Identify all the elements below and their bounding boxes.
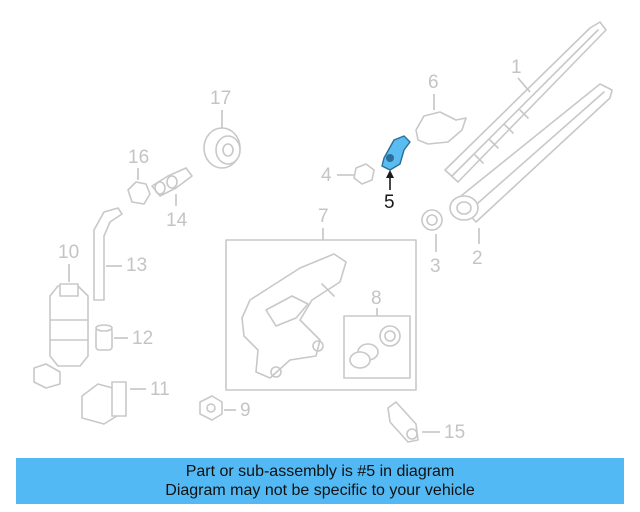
svg-text:15: 15 — [444, 422, 465, 443]
part-11-connector[interactable] — [81, 381, 127, 425]
svg-text:16: 16 — [128, 147, 149, 168]
callout-7: 7 — [318, 206, 329, 240]
part-16-clip[interactable] — [127, 181, 151, 205]
part-9-nut[interactable] — [199, 395, 223, 421]
info-banner: Part or sub-assembly is #5 in diagram Di… — [16, 458, 624, 504]
svg-text:12: 12 — [132, 328, 153, 349]
callout-1: 1 — [511, 57, 531, 93]
svg-text:13: 13 — [126, 255, 147, 276]
svg-text:3: 3 — [430, 256, 441, 277]
part-10-washer-pump[interactable] — [33, 283, 89, 389]
callout-2: 2 — [472, 228, 483, 269]
svg-text:8: 8 — [371, 288, 382, 309]
part-4-nut[interactable] — [353, 163, 375, 185]
svg-text:7: 7 — [318, 206, 329, 227]
part-6-cover[interactable] — [415, 111, 467, 145]
part-14-nozzle[interactable] — [151, 167, 193, 197]
callout-16: 16 — [128, 147, 149, 180]
svg-text:17: 17 — [210, 88, 231, 109]
callout-15: 15 — [422, 422, 465, 443]
svg-text:4: 4 — [321, 165, 332, 186]
callout-11: 11 — [130, 379, 170, 400]
svg-text:6: 6 — [428, 72, 439, 93]
callout-12: 12 — [114, 328, 153, 349]
svg-text:14: 14 — [166, 210, 188, 231]
callout-9: 9 — [224, 400, 251, 421]
svg-text:5: 5 — [384, 192, 395, 213]
part-15-connector[interactable] — [387, 401, 419, 443]
callout-8: 8 — [371, 288, 382, 316]
part-3-nut[interactable] — [421, 209, 443, 231]
part-5-cap-highlighted[interactable] — [381, 135, 411, 171]
callout-17: 17 — [210, 88, 231, 128]
banner-line-2: Diagram may not be specific to your vehi… — [165, 482, 475, 499]
svg-text:9: 9 — [240, 400, 251, 421]
svg-text:11: 11 — [150, 379, 170, 400]
part-2-wiper-arm[interactable] — [449, 83, 613, 223]
svg-text:10: 10 — [58, 242, 79, 263]
svg-text:2: 2 — [472, 248, 483, 269]
part-17-cap[interactable] — [203, 127, 241, 169]
svg-text:1: 1 — [511, 57, 522, 78]
callout-4: 4 — [321, 165, 354, 186]
callout-5: 5 — [384, 170, 395, 213]
callout-3: 3 — [430, 234, 441, 277]
callout-13: 13 — [106, 255, 147, 276]
parts-diagram: 1 2 3 4 5 6 — [33, 21, 613, 443]
part-1-wiper-blade[interactable] — [444, 21, 607, 183]
banner-line-1: Part or sub-assembly is #5 in diagram — [185, 463, 455, 480]
callout-14: 14 — [166, 194, 188, 231]
part-12-grommet[interactable] — [95, 324, 113, 351]
callout-6: 6 — [428, 72, 439, 110]
part-8-grommet-set[interactable] — [343, 315, 411, 379]
part-13-hose[interactable] — [93, 207, 123, 301]
callout-10: 10 — [58, 242, 79, 282]
